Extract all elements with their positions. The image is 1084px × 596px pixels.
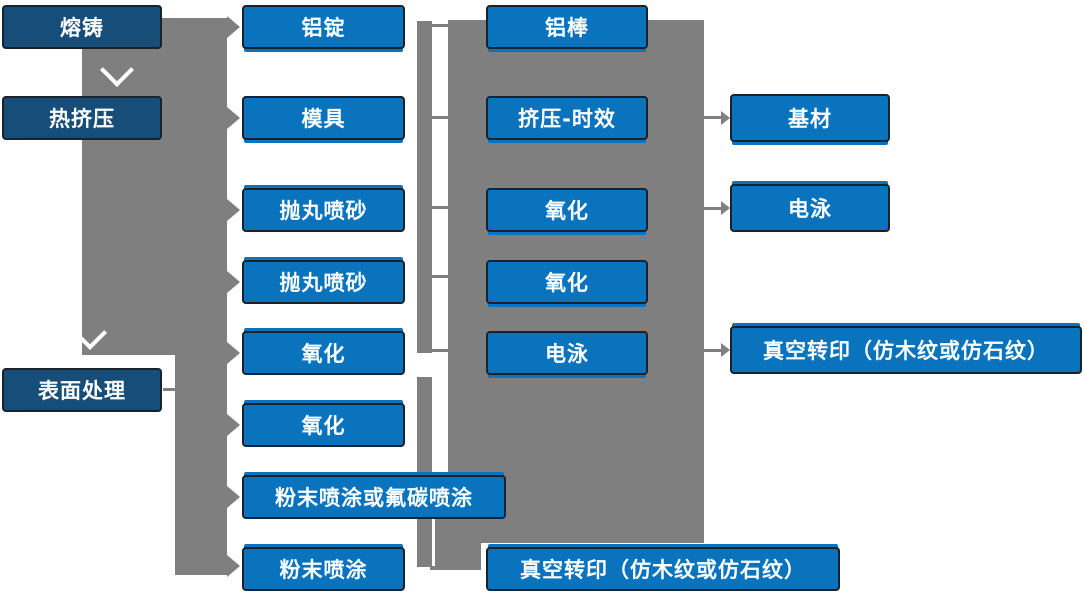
node-vacuum-transfer-print-1: 真空转印（仿木纹或仿石纹） [486,547,840,591]
connector-tie-row2 [432,116,448,119]
connector-left-trunk [82,18,227,355]
arrow-to-oxidation-1-icon [227,342,240,364]
node-oxidation-4: 氧化 [486,260,648,304]
node-label: 表面处理 [38,379,126,403]
connector-bottom-stub [430,566,448,570]
node-label: 真空转印（仿木纹或仿石纹） [520,558,806,582]
node-label: 抛丸喷砂 [279,271,368,295]
node-melting-casting: 熔铸 [2,5,162,49]
node-label: 挤压-时效 [518,107,616,131]
connector-tie-row1 [432,24,448,27]
connector-tie-row5 [432,349,448,352]
node-label: 真空转印（仿木纹或仿石纹） [763,339,1049,363]
connector-left-lower-trunk [175,353,227,575]
node-surface-treatment: 表面处理 [2,368,162,412]
arrow-to-shot-blasting-2-icon [227,271,240,293]
connector-middle-bus-upper [417,21,432,353]
node-label: 氧化 [301,414,346,438]
node-extrusion-aging: 挤压-时效 [486,96,648,140]
node-vacuum-transfer-print-2: 真空转印（仿木纹或仿石纹） [730,326,1082,374]
node-label: 基材 [788,107,832,131]
arrow-to-electrophoresis-2-icon [721,201,730,215]
connector-surface-treatment-stub [163,388,177,391]
node-aluminum-ingot: 铝锭 [242,5,405,49]
node-label: 热挤压 [49,107,115,131]
connector-tie-row4 [432,275,448,278]
connector-tie-row3 [432,206,448,209]
node-electrophoresis-2: 电泳 [730,184,890,232]
node-powder-coating: 粉末喷涂 [242,547,405,591]
node-label: 电泳 [545,342,589,366]
arrow-to-aluminum-ingot-icon [227,16,240,38]
node-oxidation-2: 氧化 [242,403,405,447]
node-aluminum-rod: 铝棒 [486,5,648,49]
arrow-to-mold-icon [227,107,240,129]
node-label: 氧化 [301,342,346,366]
arrow-to-powder-or-fluorocarbon-icon [227,486,240,508]
arrow-to-oxidation-2-icon [227,414,240,436]
connector-middle-bus-lower [417,377,432,567]
node-oxidation-1: 氧化 [242,331,405,375]
arrow-to-vacuum-transfer-2-icon [721,343,730,357]
arrow-stem-to-substrate [704,116,721,119]
node-label: 铝锭 [301,16,346,40]
node-label: 熔铸 [60,16,104,40]
arrow-to-substrate-icon [721,111,730,125]
node-powder-or-fluorocarbon-coating: 粉末喷涂或氟碳喷涂 [242,475,506,519]
node-label: 电泳 [788,197,832,221]
node-oxidation-3: 氧化 [486,188,648,232]
node-mold: 模具 [242,96,405,140]
node-shot-blasting-1: 抛丸喷砂 [242,188,405,232]
node-label: 铝棒 [545,16,589,40]
arrow-to-shot-blasting-1-icon [227,199,240,221]
node-label: 粉末喷涂 [279,558,368,582]
arrow-stem-to-vacuum-transfer-2 [704,349,721,352]
arrow-stem-to-electrophoresis-2 [704,207,721,210]
node-electrophoresis-1: 电泳 [486,331,648,375]
node-label: 模具 [301,107,346,131]
node-label: 氧化 [545,271,589,295]
node-label: 粉末喷涂或氟碳喷涂 [275,486,473,510]
node-substrate: 基材 [730,94,890,142]
arrow-to-powder-coating-icon [227,555,240,577]
node-hot-extrusion: 热挤压 [2,96,162,140]
node-label: 抛丸喷砂 [279,199,368,223]
node-label: 氧化 [545,199,589,223]
node-shot-blasting-2: 抛丸喷砂 [242,260,405,304]
